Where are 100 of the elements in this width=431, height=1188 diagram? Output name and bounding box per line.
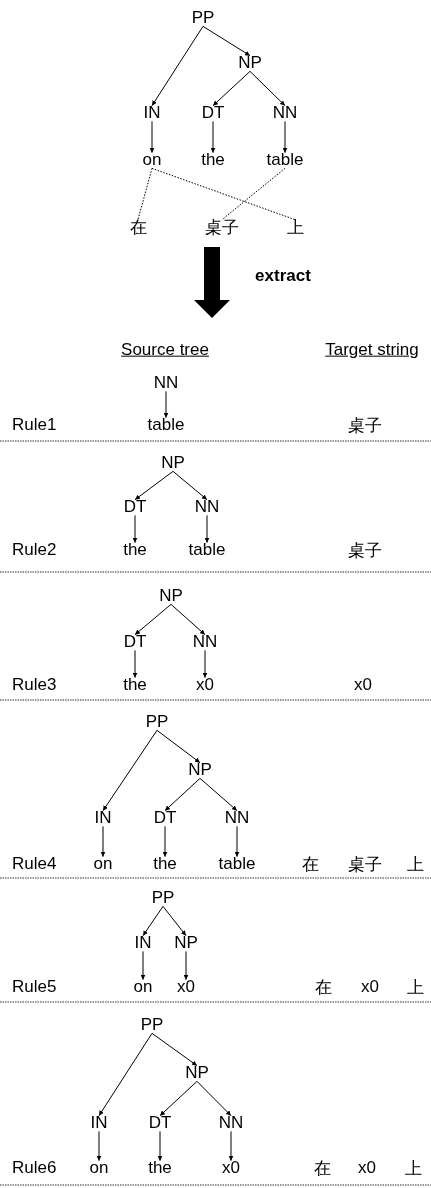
target-text: 上 xyxy=(406,977,424,997)
syntax-tag: IN xyxy=(94,808,112,828)
rule-label: Rule1 xyxy=(12,415,57,435)
source-word: table xyxy=(188,540,226,560)
arrow xyxy=(142,905,164,937)
target-text: 在 xyxy=(314,977,332,997)
arrow xyxy=(159,1080,198,1117)
arrow xyxy=(140,950,146,981)
syntax-tag: NN xyxy=(192,632,218,652)
source-word: table xyxy=(266,150,304,170)
arrow xyxy=(164,777,201,812)
target-text: x0 xyxy=(354,675,372,695)
arrow xyxy=(132,514,138,544)
arrow xyxy=(151,1032,198,1067)
arrow xyxy=(172,470,208,501)
target-text: 上 xyxy=(406,854,424,874)
source-word: table xyxy=(147,415,185,435)
arrow xyxy=(98,1032,153,1117)
arrow xyxy=(249,70,286,107)
target-text: 桌子 xyxy=(348,540,382,560)
arrow xyxy=(202,25,251,57)
arrow xyxy=(156,729,201,764)
target-text: x0 xyxy=(361,977,379,997)
arrow xyxy=(132,649,138,679)
arrow xyxy=(228,1130,234,1162)
syntax-tag: IN xyxy=(90,1113,108,1133)
alignment-line xyxy=(151,167,296,221)
source-word: on xyxy=(133,977,153,997)
syntax-tag: DT xyxy=(123,632,147,652)
rule-label: Rule6 xyxy=(12,1158,57,1178)
target-text: 桌子 xyxy=(348,854,382,874)
arrow xyxy=(210,120,216,154)
arrow xyxy=(282,120,288,154)
source-word: on xyxy=(142,150,162,170)
rule-label: Rule4 xyxy=(12,854,57,874)
arrow xyxy=(162,905,187,937)
arrow xyxy=(149,120,155,154)
rule-label: Rule2 xyxy=(12,540,57,560)
target-text: 在 xyxy=(313,1158,331,1178)
arrow xyxy=(151,25,204,107)
target-word: 桌子 xyxy=(205,217,239,237)
syntax-tag: NP xyxy=(161,453,185,473)
source-word: the xyxy=(201,150,225,170)
syntax-tag: DT xyxy=(123,497,147,517)
arrow xyxy=(163,390,169,419)
arrow xyxy=(134,470,174,501)
syntax-tag: NP xyxy=(174,933,198,953)
alignment-line xyxy=(221,167,286,221)
syntax-tag: NP xyxy=(238,53,262,73)
arrow xyxy=(134,603,172,636)
arrow xyxy=(204,514,210,544)
arrow xyxy=(100,825,106,858)
syntax-tag: DT xyxy=(201,103,225,123)
target-text: 上 xyxy=(404,1158,422,1178)
syntax-tag: DT xyxy=(148,1113,172,1133)
rule-label: Rule5 xyxy=(12,977,57,997)
arrow xyxy=(157,1130,163,1162)
syntax-tag: NP xyxy=(188,760,212,780)
arrow xyxy=(162,825,168,858)
syntax-tag: NN xyxy=(153,373,179,393)
source-word: the xyxy=(123,540,147,560)
syntax-tag: IN xyxy=(134,933,152,953)
arrow xyxy=(196,1080,232,1117)
syntax-tag: NN xyxy=(218,1113,244,1133)
source-word: on xyxy=(89,1158,109,1178)
syntax-tag: PP xyxy=(140,1015,164,1035)
syntax-tag: NN xyxy=(272,103,298,123)
syntax-tag: PP xyxy=(145,712,169,732)
arrow xyxy=(199,777,238,812)
syntax-tag: DT xyxy=(153,808,177,828)
arrow xyxy=(170,603,206,636)
action-label: extract xyxy=(255,266,311,286)
arrow xyxy=(212,70,251,107)
rule-label: Rule3 xyxy=(12,675,57,695)
column-header: Source tree xyxy=(121,340,209,360)
alignment-line xyxy=(137,167,153,221)
source-word: on xyxy=(93,854,113,874)
target-text: 在 xyxy=(301,854,319,874)
target-text: x0 xyxy=(358,1158,376,1178)
arrow xyxy=(202,649,208,679)
source-word: x0 xyxy=(196,675,214,695)
arrow xyxy=(183,950,189,981)
target-word: 在 xyxy=(129,217,147,237)
target-word: 上 xyxy=(286,217,304,237)
target-text: 桌子 xyxy=(348,415,382,435)
syntax-tag: PP xyxy=(191,8,215,28)
source-word: table xyxy=(218,854,256,874)
syntax-tag: NN xyxy=(194,497,220,517)
syntax-tag: NP xyxy=(185,1063,209,1083)
syntax-tag: PP xyxy=(151,888,175,908)
source-word: the xyxy=(148,1158,172,1178)
source-word: x0 xyxy=(177,977,195,997)
column-header: Target string xyxy=(325,340,419,360)
source-word: x0 xyxy=(222,1158,240,1178)
syntax-tag: NP xyxy=(159,586,183,606)
source-word: the xyxy=(123,675,147,695)
arrow xyxy=(96,1130,102,1162)
arrow xyxy=(234,825,240,858)
syntax-tag: NN xyxy=(224,808,250,828)
arrow xyxy=(102,729,158,812)
